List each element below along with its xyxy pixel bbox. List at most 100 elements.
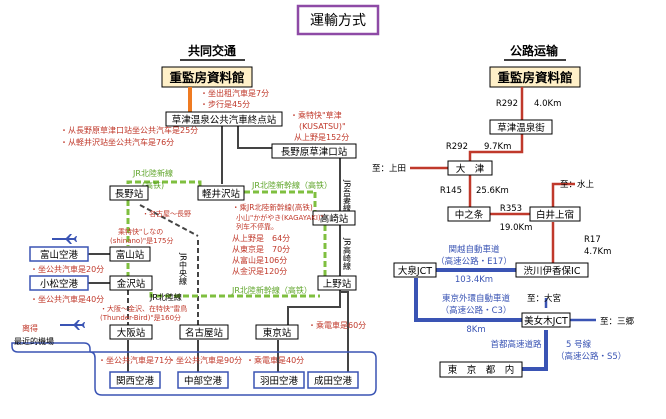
onsengai-label: 草津温泉街 — [497, 122, 545, 134]
terminal-box — [165, 111, 283, 127]
shiroi-box — [529, 206, 581, 222]
r17-distance: 4.7Km — [584, 247, 611, 257]
nagoya-nagano-label: ・名古屋～長野 — [142, 209, 191, 218]
chubu-airport-label: 中部空港 — [184, 375, 223, 387]
bijogi-label: 美女木JCT — [524, 315, 568, 327]
nagoya-box — [179, 324, 229, 340]
road-museum-box — [489, 66, 581, 88]
thunderbird-label: ・大阪～金沢、在特快"雷鳥 — [100, 304, 187, 313]
airport-connectors — [127, 291, 349, 372]
haneda-airport-box — [253, 371, 305, 389]
narita-airport-label: 成田空港 — [314, 375, 353, 387]
kansai-airport-label: 関西空港 — [116, 375, 155, 387]
nakanojo-label: 中之条 — [455, 209, 484, 221]
r292-a-distance: 4.0Km — [534, 99, 561, 109]
hokuriku-express-label: ・乘JR北陸新幹線(高铁) — [232, 202, 313, 212]
road-transport-heading: 公路运输 — [510, 43, 559, 58]
tokyo-center-label: 東 京 都 内 — [448, 364, 515, 376]
route5-sub-label: （高速公路・S5） — [556, 351, 626, 362]
r353-distance: 19.0Km — [500, 223, 533, 233]
to-omiya-label: 至：大宮 — [527, 293, 561, 304]
narita-airport-box — [307, 371, 359, 389]
shibukawa-label: 渋川伊香保IC — [524, 265, 581, 277]
kanetsu-sub-label: （高速公路・E17） — [436, 256, 512, 267]
otsu-label: 大 津 — [456, 163, 485, 175]
airplane-icon — [60, 320, 85, 330]
shinano-time: (shinano)"是175分 — [110, 236, 174, 245]
toyama-airport-label: 富山空港 — [40, 249, 79, 261]
tokyo-label: 東京站 — [263, 327, 292, 339]
komatsu-airport-label: 小松空港 — [40, 278, 79, 290]
kanazawa-label: 金沢站 — [117, 278, 146, 290]
museum-taxi-time: ・坐出租汽車是7分 — [200, 88, 269, 98]
kansai-airport-box — [109, 371, 161, 389]
r292-b-distance: 9.7Km — [484, 142, 511, 152]
hokuriku-bottom-label: JR北陸新幹線（高铁） — [231, 285, 312, 295]
road-lines — [410, 87, 596, 371]
r353-label: R353 — [500, 204, 522, 214]
nagano-box — [109, 185, 149, 201]
hokuriku-right-label: JR北陸新幹線（高铁） — [251, 180, 332, 190]
chuo-line-label: JR中央線 — [179, 252, 188, 285]
airplane-icon — [52, 234, 77, 244]
ueno-narita-line — [340, 291, 349, 372]
terminal-naganohara-line — [237, 124, 272, 149]
to-ueda-label: 至：上田 — [372, 164, 406, 174]
r292-b-label: R292 — [446, 142, 468, 152]
chubu-airport-box — [177, 371, 229, 389]
page-title: 運輸方式 — [310, 13, 366, 29]
shinano-label: 乘特快"しなの — [118, 227, 163, 236]
museum-walk-time: ・步行是45分 — [200, 99, 250, 109]
nakanojo-box — [447, 206, 491, 222]
nagano-label: 長野站 — [115, 188, 144, 200]
gaikan-sub-label: （高速公路・C3） — [441, 305, 512, 316]
gaikan-label: 東京外環自動車道 — [442, 293, 511, 304]
r145-distance: 25.6Km — [476, 186, 509, 196]
r292-a-label: R292 — [496, 99, 518, 109]
toyama-box — [109, 246, 151, 262]
nagoya-label: 名古屋站 — [185, 327, 224, 339]
to-mizukami-label: 至：水上 — [560, 179, 595, 190]
hokuriku-top-sub: (高铁) — [142, 180, 164, 190]
nearest-airport-label-2: 最近的機場 — [14, 336, 54, 346]
naganohara-label: 長野原草津口站 — [281, 146, 348, 158]
r17-label: R17 — [584, 235, 601, 245]
nearest-airport-label: 离得 — [22, 323, 38, 333]
takasaki-line-label: JR高崎線 — [343, 237, 352, 270]
r145-label: R145 — [440, 186, 462, 196]
title-box — [296, 4, 380, 36]
takasaki-box — [312, 210, 356, 226]
thunderbird-time: (Thunder-Bird)"是160分 — [100, 313, 181, 322]
kusatsu-express-time: 从上野是152分 — [294, 133, 349, 142]
karuizawa-bus-time: ・从軽井沢站坐公共汽车是76分 — [60, 137, 174, 147]
toyama-label: 富山站 — [116, 249, 145, 261]
tokyo-center-box — [439, 361, 523, 378]
oizumi-label: 大泉JCT — [398, 265, 432, 277]
kusatsu-express-label: ・乘特快"草津 — [290, 110, 342, 120]
time-from-toyama: 从富山是106分 — [232, 255, 287, 265]
shiroi-label: 白井上宿 — [536, 209, 574, 221]
otsu-box — [447, 160, 493, 176]
kanazawa-box — [109, 275, 153, 291]
time-from-kanazawa: 从金沢是120分 — [232, 266, 287, 276]
hokuriku-line-label: JR北陸線 — [149, 292, 182, 302]
takasaki-label: 高崎站 — [320, 213, 349, 225]
komatsu-airport-box — [29, 275, 89, 291]
tokyo-train-time: ・乘電車是40分 — [246, 355, 304, 365]
osaka-box — [109, 324, 153, 340]
tram-time: ・乘電車是60分 — [308, 320, 366, 330]
bijogi-box — [521, 312, 571, 328]
road-museum-label: 重監房資料館 — [497, 70, 572, 85]
time-from-tokyo: 从東京是 70分 — [232, 244, 290, 254]
karuizawa-label: 軽井沢站 — [202, 188, 241, 200]
agatsuma-line-label: JR吾妻線 — [343, 179, 352, 212]
naganohara-bus-time: ・从長野原草津口站坐公共汽车是25分 — [60, 125, 198, 135]
nagano-nagoya-track — [139, 204, 199, 237]
tokyo-box — [255, 324, 299, 340]
route5-label: 5 号線 — [566, 339, 592, 350]
to-misato-label: 至：三郷 — [600, 317, 635, 327]
kagayaki-note: 列车不停靠。 — [236, 222, 278, 231]
shibukawa-box — [515, 262, 589, 278]
karuizawa-box — [197, 185, 245, 201]
